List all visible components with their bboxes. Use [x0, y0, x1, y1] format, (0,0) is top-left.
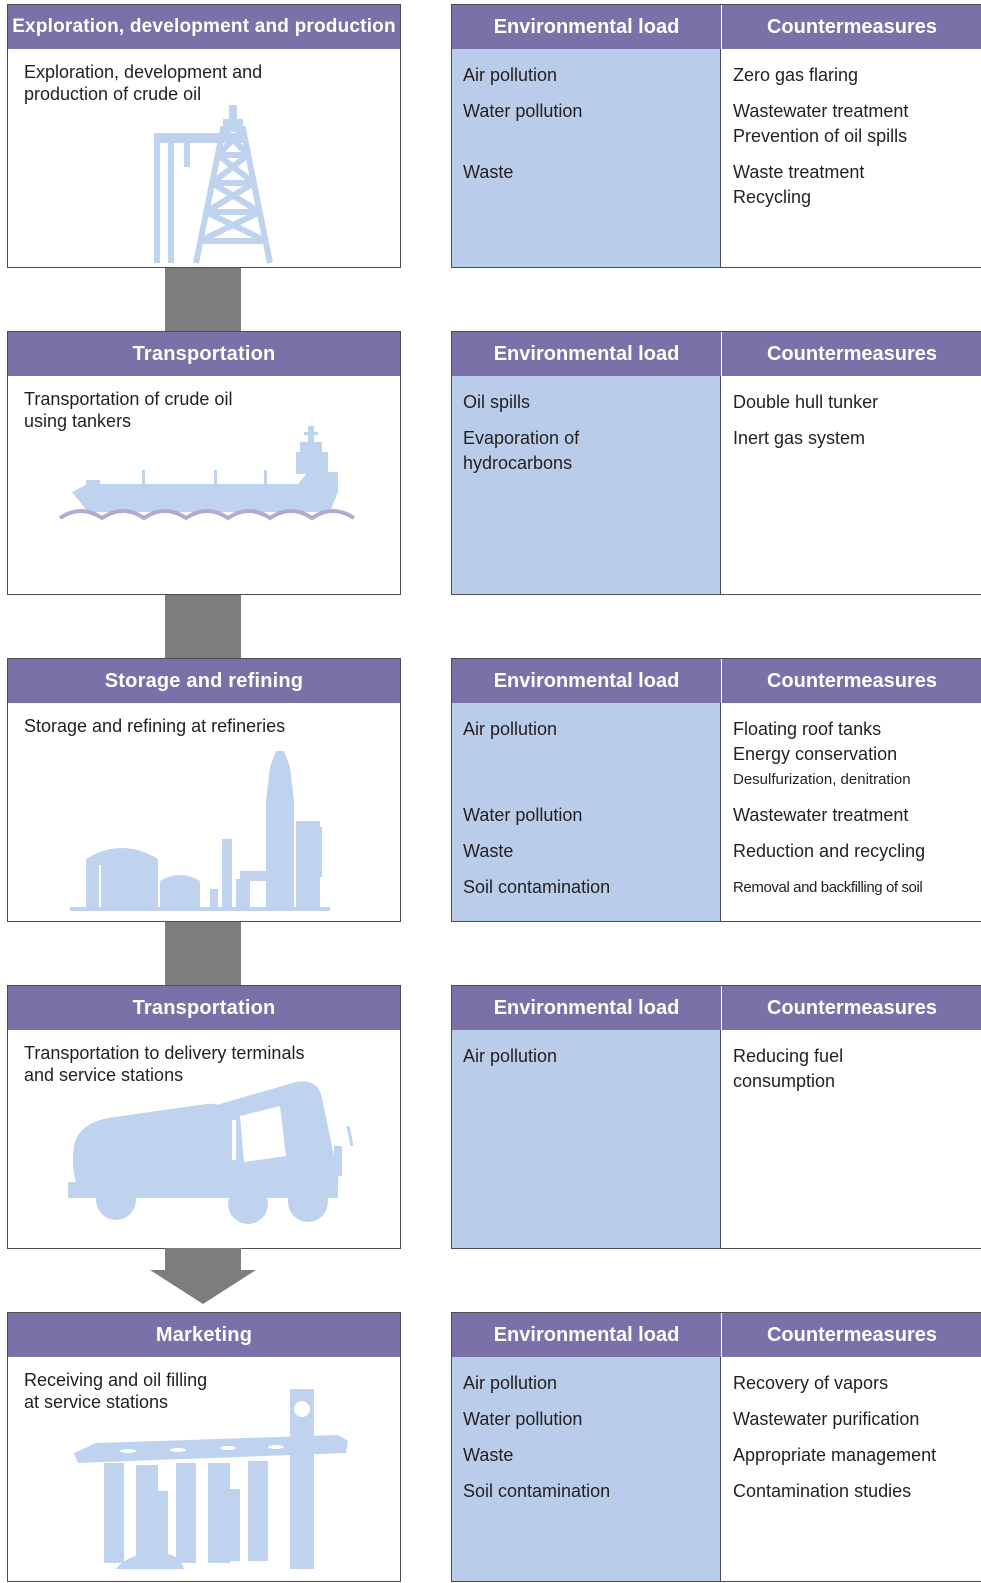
- load-table-transportation-truck: Environmental load Countermeasures Air p…: [451, 985, 981, 1249]
- countermeasure-cell: Wastewater purification: [733, 1409, 920, 1429]
- countermeasure-cell: Contamination studies: [733, 1481, 912, 1501]
- stage-title: Storage and refining: [8, 659, 400, 703]
- countermeasure-cell: Reduction and recycling: [733, 841, 926, 861]
- stage-box-marketing: Marketing Receiving and oil filling at s…: [7, 1312, 401, 1582]
- flow-connector: [165, 268, 241, 331]
- header-countermeasures: Countermeasures: [721, 332, 981, 376]
- stage-description: Storage and refining at refineries: [24, 716, 286, 736]
- header-environmental-load: Environmental load: [493, 997, 680, 1019]
- load-table-storage-refining: Environmental load Countermeasures Air p…: [451, 658, 981, 922]
- load-cell: Soil contamination: [463, 1481, 611, 1501]
- load-column: [452, 1357, 721, 1581]
- load-cell: Air pollution: [463, 1373, 558, 1393]
- stage-title: Exploration, development and production: [8, 5, 400, 49]
- countermeasure-cell: Double hull tunker: [733, 392, 879, 412]
- header-environmental-load: Environmental load: [493, 670, 680, 692]
- countermeasure-cell: Floating roof tanks Energy conservation: [733, 719, 898, 764]
- flow-connector: [165, 595, 241, 658]
- load-cell: Air pollution: [463, 65, 558, 85]
- countermeasure-cell: Removal and backfilling of soil: [733, 879, 923, 896]
- stage-box-transportation-tanker: Transportation Transportation of crude o…: [7, 331, 401, 595]
- countermeasure-cell: Wastewater treatment: [733, 805, 909, 825]
- load-column: [452, 703, 721, 921]
- stage-box-storage-refining: Storage and refining Storage and refinin…: [7, 658, 401, 922]
- countermeasure-cell: Reducing fuel consumption: [733, 1046, 844, 1091]
- load-table-marketing: Environmental load Countermeasures Air p…: [451, 1312, 981, 1582]
- header-environmental-load: Environmental load: [493, 343, 680, 365]
- header-countermeasures: Countermeasures: [721, 659, 981, 703]
- load-cell: Waste: [463, 841, 514, 861]
- stage-description: Transportation to delivery terminals and…: [24, 1043, 305, 1085]
- oil-rig-icon: [154, 105, 273, 264]
- load-column: [452, 1030, 721, 1248]
- header-countermeasures: Countermeasures: [721, 5, 981, 49]
- tanker-ship-icon: [58, 426, 356, 521]
- flow-arrow-down: [150, 1248, 256, 1304]
- header-countermeasures: Countermeasures: [721, 1313, 981, 1357]
- service-station-icon: [74, 1389, 348, 1569]
- flow-connector: [165, 922, 241, 985]
- countermeasure-cell: Inert gas system: [733, 428, 866, 448]
- table-header: Environmental load Countermeasures: [452, 5, 981, 49]
- load-cell: Oil spills: [463, 392, 531, 412]
- load-cell: Air pollution: [463, 1046, 558, 1066]
- header-environmental-load: Environmental load: [493, 1324, 680, 1346]
- tank-truck-icon: [68, 1081, 354, 1224]
- countermeasure-cell: Appropriate management: [733, 1445, 937, 1465]
- header-environmental-load: Environmental load: [493, 16, 680, 38]
- stage-description: Transportation of crude oil using tanker…: [24, 389, 233, 431]
- stage-box-transportation-truck: Transportation Transportation to deliver…: [7, 985, 401, 1249]
- load-table-transportation-tanker: Environmental load Countermeasures Oil s…: [451, 331, 981, 595]
- refinery-icon: [70, 751, 330, 911]
- stage-title: Transportation: [8, 986, 400, 1030]
- load-cell: Waste: [463, 162, 514, 182]
- load-cell: Waste: [463, 1445, 514, 1465]
- load-cell: Evaporation of hydrocarbons: [463, 428, 580, 473]
- table-header: Environmental load Countermeasures: [452, 986, 981, 1030]
- table-header: Environmental load Countermeasures: [452, 332, 981, 376]
- stage-description: Receiving and oil filling at service sta…: [24, 1370, 208, 1412]
- stage-description: Exploration, development and production …: [24, 62, 263, 104]
- countermeasure-cell-small: Desulfurization, denitration: [733, 771, 911, 788]
- table-header: Environmental load Countermeasures: [452, 659, 981, 703]
- load-column: [452, 376, 721, 594]
- load-table-exploration: Environmental load Countermeasures Air p…: [451, 4, 981, 268]
- load-cell: Water pollution: [463, 101, 583, 121]
- countermeasure-cell: Waste treatment Recycling: [733, 162, 865, 207]
- stage-title: Marketing: [8, 1313, 400, 1357]
- stage-box-exploration: Exploration, development and production …: [7, 4, 401, 268]
- countermeasure-cell: Zero gas flaring: [733, 65, 859, 85]
- load-column: [452, 49, 721, 267]
- load-cell: Water pollution: [463, 805, 583, 825]
- countermeasure-cell: Wastewater treatment Prevention of oil s…: [733, 101, 909, 146]
- load-cell: Soil contamination: [463, 877, 611, 897]
- load-cell: Air pollution: [463, 719, 558, 739]
- countermeasure-cell: Recovery of vapors: [733, 1373, 889, 1393]
- header-countermeasures: Countermeasures: [721, 986, 981, 1030]
- stage-title: Transportation: [8, 332, 400, 376]
- load-cell: Water pollution: [463, 1409, 583, 1429]
- table-header: Environmental load Countermeasures: [452, 1313, 981, 1357]
